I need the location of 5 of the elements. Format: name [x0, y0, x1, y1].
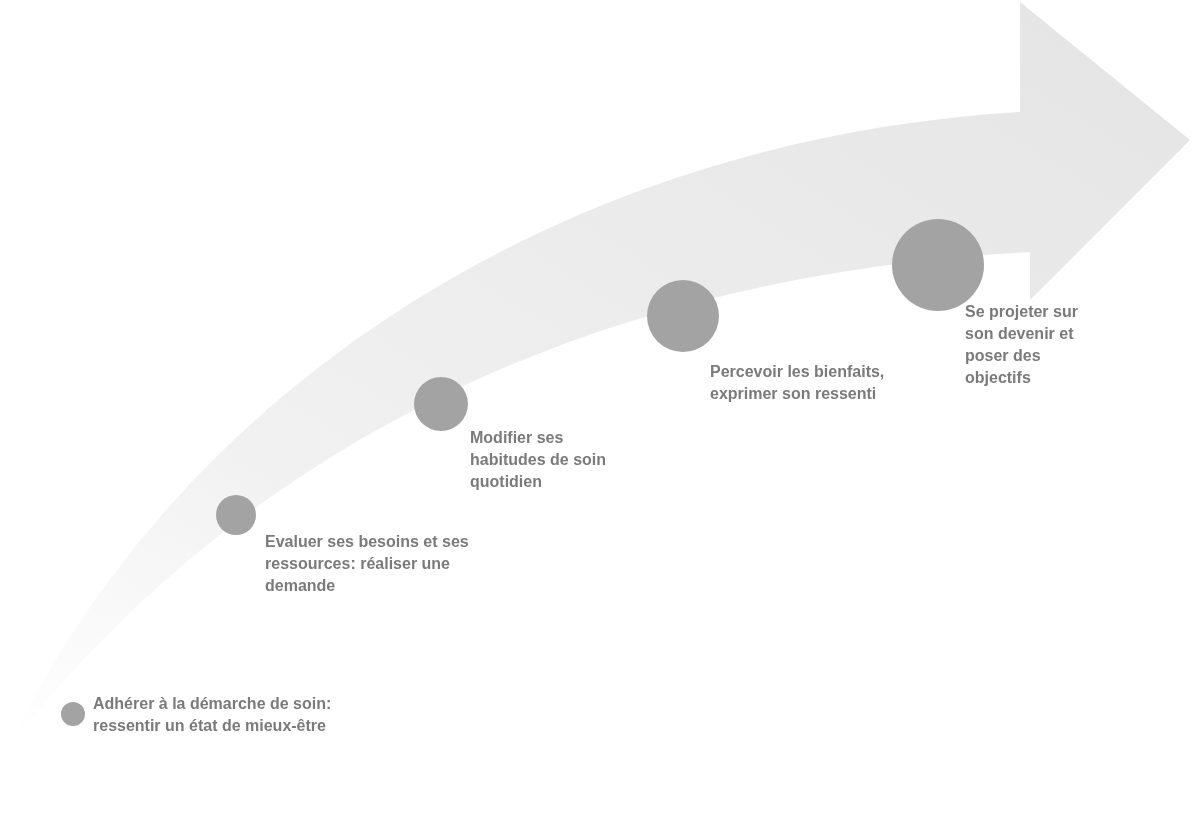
step-label: Adhérer à la démarche de soin: ressentir un état de mieux-être	[93, 694, 333, 736]
step-label: Percevoir les bienfaits, exprimer son ressenti	[710, 362, 886, 404]
step-label: Evaluer ses besoins et ses ressources: réaliser une demande	[265, 532, 470, 596]
step-label: Modifier ses habitudes de soin quotidien	[470, 428, 607, 492]
step-label: Se projeter sur son devenir et poser des objectifs	[965, 302, 1079, 388]
